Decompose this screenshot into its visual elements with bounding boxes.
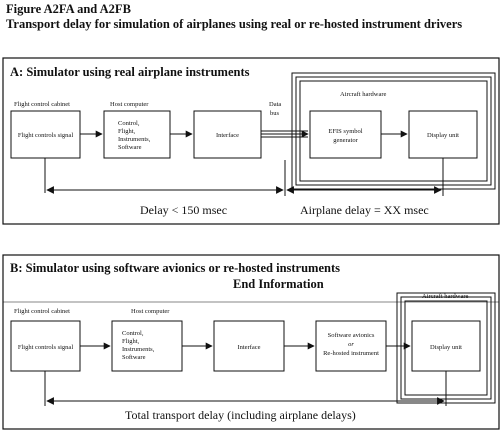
panel-a-box-interface	[193, 110, 262, 159]
panel-b-box-flight-controls-label: Flight controls signal	[18, 344, 73, 351]
panel-a-box-flight-controls-label: Flight controls signal	[18, 132, 73, 139]
panel-a-box-flight-controls	[10, 110, 81, 159]
panel-b-box-software-line-1: Software avionics	[328, 332, 375, 339]
panel-b-group-host-computer: Host computer	[131, 308, 170, 315]
figure-title-line1: Figure A2FA and A2FB	[6, 2, 131, 16]
panel-b-box-display	[411, 320, 481, 372]
panel-a-group-flight-control-cabinet: Flight control cabinet	[14, 101, 70, 108]
panel-b-group-aircraft-hardware: Aircraft hardware	[422, 293, 468, 300]
panel-a-box-host-line-2: Flight,	[118, 128, 136, 135]
panel-b: B: Simulator using software avionics or …	[2, 254, 500, 430]
panel-a-group-host-computer: Host computer	[110, 101, 149, 108]
panel-b-box-interface-label: Interface	[237, 344, 260, 351]
panel-a-frame	[2, 57, 500, 225]
panel-a-box-efis	[309, 110, 382, 159]
panel-a: A: Simulator using real airplane instrum…	[2, 57, 500, 225]
panel-a-box-interface-label: Interface	[216, 132, 239, 139]
panel-b-box-flight-controls	[10, 320, 81, 372]
panel-b-box-display-label: Display unit	[430, 344, 462, 351]
panel-b-total-delay-label: Total transport delay (including airplan…	[125, 408, 356, 422]
figure-title-line2: Transport delay for simulation of airpla…	[6, 17, 463, 31]
panel-b-box-host-line-1: Control,	[122, 330, 144, 337]
panel-a-heading: A: Simulator using real airplane instrum…	[10, 65, 250, 79]
panel-b-heading: B: Simulator using software avionics or …	[10, 261, 340, 275]
panel-b-box-host-line-3: Instruments,	[122, 346, 155, 353]
panel-a-box-display-label: Display unit	[427, 132, 459, 139]
panel-b-box-software-line-2: or	[348, 341, 354, 348]
figure-title: Figure A2FA and A2FB Transport delay for…	[6, 2, 462, 32]
panel-b-box-host-computer	[111, 320, 183, 372]
panel-a-delay-right-label: Airplane delay = XX msec	[300, 203, 429, 217]
panel-b-box-host-line-2: Flight,	[122, 338, 140, 345]
panel-b-box-host-line-4: Software	[122, 354, 146, 361]
panel-a-box-host-line-4: Software	[118, 144, 142, 151]
panel-a-delay-left-label: Delay < 150 msec	[140, 203, 227, 217]
panel-b-group-flight-control-cabinet: Flight control cabinet	[14, 308, 70, 315]
panel-b-end-info: End Information	[233, 277, 324, 291]
panel-a-group-aircraft-hardware: Aircraft hardware	[340, 91, 386, 98]
panel-b-frame	[2, 254, 500, 430]
panel-b-box-interface	[213, 320, 285, 372]
panel-a-box-efis-line-2: generator	[333, 137, 358, 144]
panel-a-data-bus-label-1: Data	[269, 101, 281, 108]
panel-a-box-host-line-3: Instruments,	[118, 136, 151, 143]
panel-b-box-software-line-3: Re-hosted instrument	[323, 350, 379, 357]
panel-a-data-bus-label-2: bus	[270, 110, 280, 117]
panel-a-box-host-line-1: Control,	[118, 120, 140, 127]
panel-a-box-efis-line-1: EFIS symbol	[328, 128, 362, 135]
